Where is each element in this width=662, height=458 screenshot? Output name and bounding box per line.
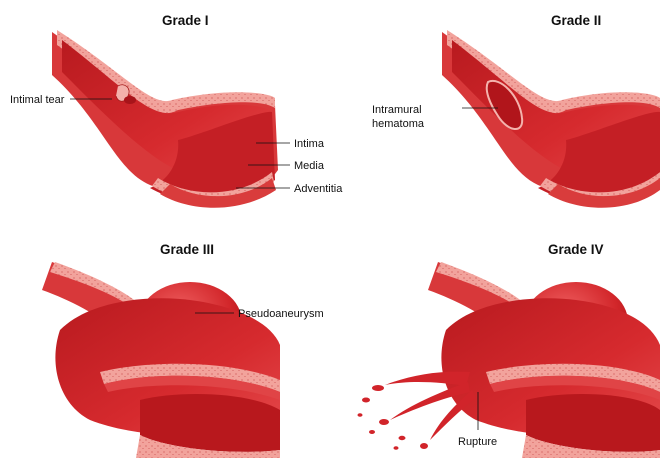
label-intramural-hematoma-line2: hematoma bbox=[372, 118, 425, 130]
label-intimal-tear: Intimal tear bbox=[10, 94, 65, 106]
panel-grade-2: Grade II Intramural hematoma bbox=[372, 13, 660, 208]
panel-grade-3: Grade III Pseudoaneurysm bbox=[42, 242, 324, 458]
vessel-illustration bbox=[442, 30, 660, 208]
grade-3-title: Grade III bbox=[160, 242, 214, 257]
vessel-illustration bbox=[42, 262, 280, 458]
panel-grade-1: Grade I Intimal tear Intima Media Advent… bbox=[10, 13, 343, 208]
label-intramural-hematoma-line1: Intramural bbox=[372, 104, 422, 116]
vessel-illustration bbox=[358, 262, 661, 458]
vessel-illustration bbox=[52, 30, 278, 208]
label-intima: Intima bbox=[294, 138, 325, 150]
grade-4-title: Grade IV bbox=[548, 242, 604, 257]
label-media: Media bbox=[294, 160, 325, 172]
label-pseudoaneurysm: Pseudoaneurysm bbox=[238, 308, 324, 320]
label-adventitia: Adventitia bbox=[294, 183, 343, 195]
grade-1-title: Grade I bbox=[162, 13, 209, 28]
panel-grade-4: Grade IV bbox=[358, 242, 661, 458]
label-rupture: Rupture bbox=[458, 436, 497, 448]
grade-2-title: Grade II bbox=[551, 13, 601, 28]
